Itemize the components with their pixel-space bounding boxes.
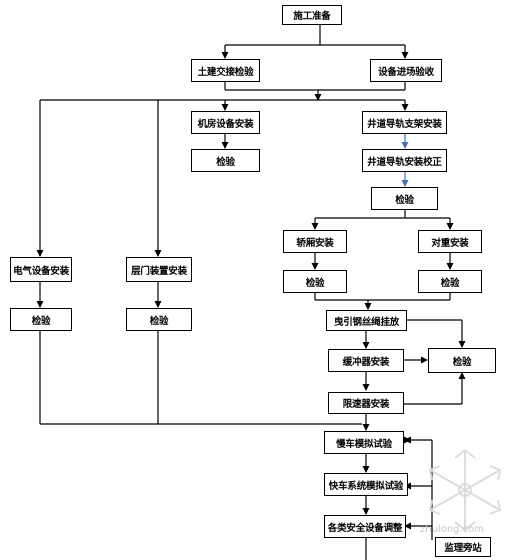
node-rail-bracket: 井道导轨支架安装 xyxy=(362,111,447,134)
node-electrical-check: 检验 xyxy=(10,308,72,331)
node-fast-test: 快车系统模拟试验 xyxy=(324,473,408,496)
node-governor: 限速器安装 xyxy=(328,392,404,414)
node-buffer: 缓冲器安装 xyxy=(328,349,404,372)
node-rail-check: 检验 xyxy=(371,187,438,210)
node-machine-room-check: 检验 xyxy=(191,149,260,172)
node-start: 施工准备 xyxy=(282,5,342,25)
watermark-text: zhulong.com xyxy=(420,524,485,535)
watermark-logo xyxy=(428,448,502,532)
node-machine-room: 机房设备安装 xyxy=(191,111,260,134)
node-electrical: 电气设备安装 xyxy=(10,257,72,282)
node-safety-adjust: 各类安全设备调整 xyxy=(324,515,406,538)
node-counterweight: 对重安装 xyxy=(418,230,482,253)
node-counterweight-check: 检验 xyxy=(418,270,482,293)
node-car-install: 轿厢安装 xyxy=(283,230,347,253)
node-rope: 曳引钢丝绳挂放 xyxy=(326,310,407,331)
node-car-check: 检验 xyxy=(283,270,347,293)
node-buffer-governor-check: 检验 xyxy=(428,348,496,373)
node-civil-handover: 土建交接检验 xyxy=(191,59,260,82)
node-slow-test: 慢车模拟试验 xyxy=(324,431,404,454)
node-landing-door-check: 检验 xyxy=(126,308,192,331)
node-landing-door: 层门装置安装 xyxy=(126,257,192,282)
node-supervision: 监理旁站 xyxy=(435,537,491,557)
node-equipment-inspection: 设备进场验收 xyxy=(370,59,442,82)
node-rail-align: 井道导轨安装校正 xyxy=(362,149,447,172)
